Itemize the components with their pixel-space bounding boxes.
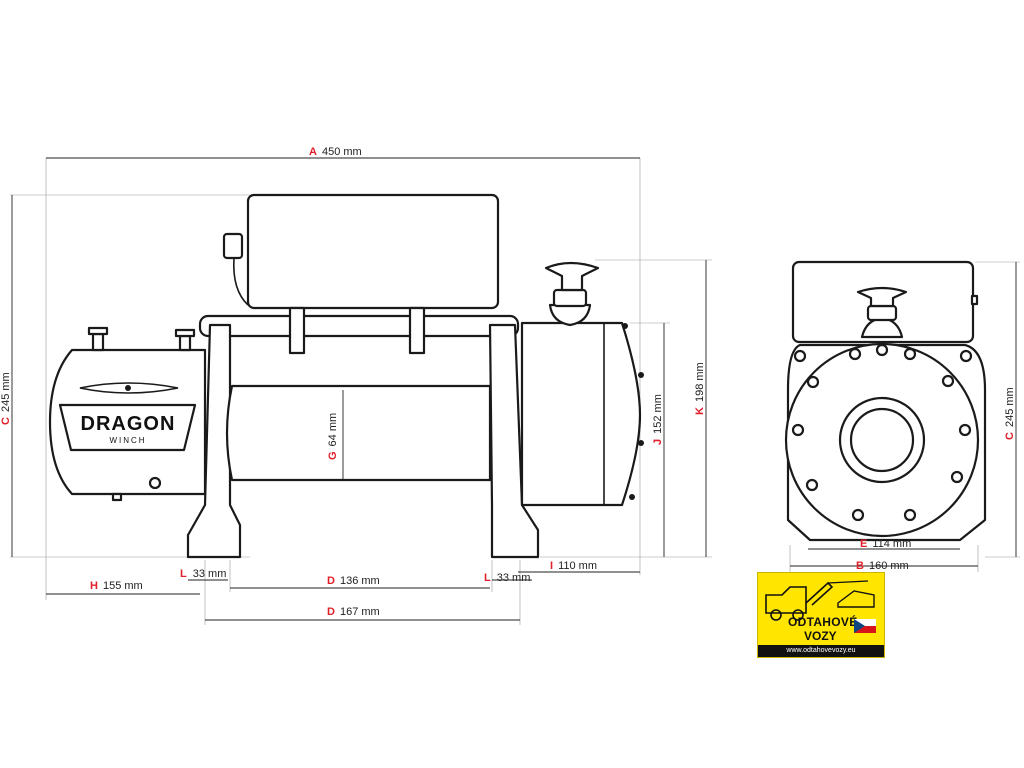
dim-g: G64 mm [327,413,339,460]
tow-truck-icon [765,580,875,621]
logo-url[interactable]: www.odtahovevozy.eu [758,645,884,657]
gearbox-housing [520,321,642,507]
dim-k: K198 mm [694,362,706,415]
czech-flag-icon [854,619,876,633]
brand-sub: WINCH [109,436,146,445]
extension-lines [10,158,1020,625]
brand-name: DRAGON [81,413,176,435]
dim-c-left: C245 mm [0,372,12,425]
dragon-logo-icon [79,382,179,394]
control-box [246,193,500,310]
odtahove-vozy-logo: ODTAHOVÉ VOZY www.odtahovevozy.eu [757,572,885,658]
right-frame [488,323,540,559]
dimension-lines [11,157,1017,621]
logo-line2: VOZY [804,629,837,643]
logo-line1: ODTAHOVÉ [788,615,858,629]
left-frame [186,323,242,559]
winch-side-view [48,193,644,559]
dim-c-right: C245 mm [1004,387,1016,440]
tie-bar [198,314,520,338]
clutch-handle [548,303,592,327]
bolts [791,343,973,522]
winch-front-view [784,260,987,542]
drum [225,384,492,482]
dim-j: J152 mm [652,394,664,445]
